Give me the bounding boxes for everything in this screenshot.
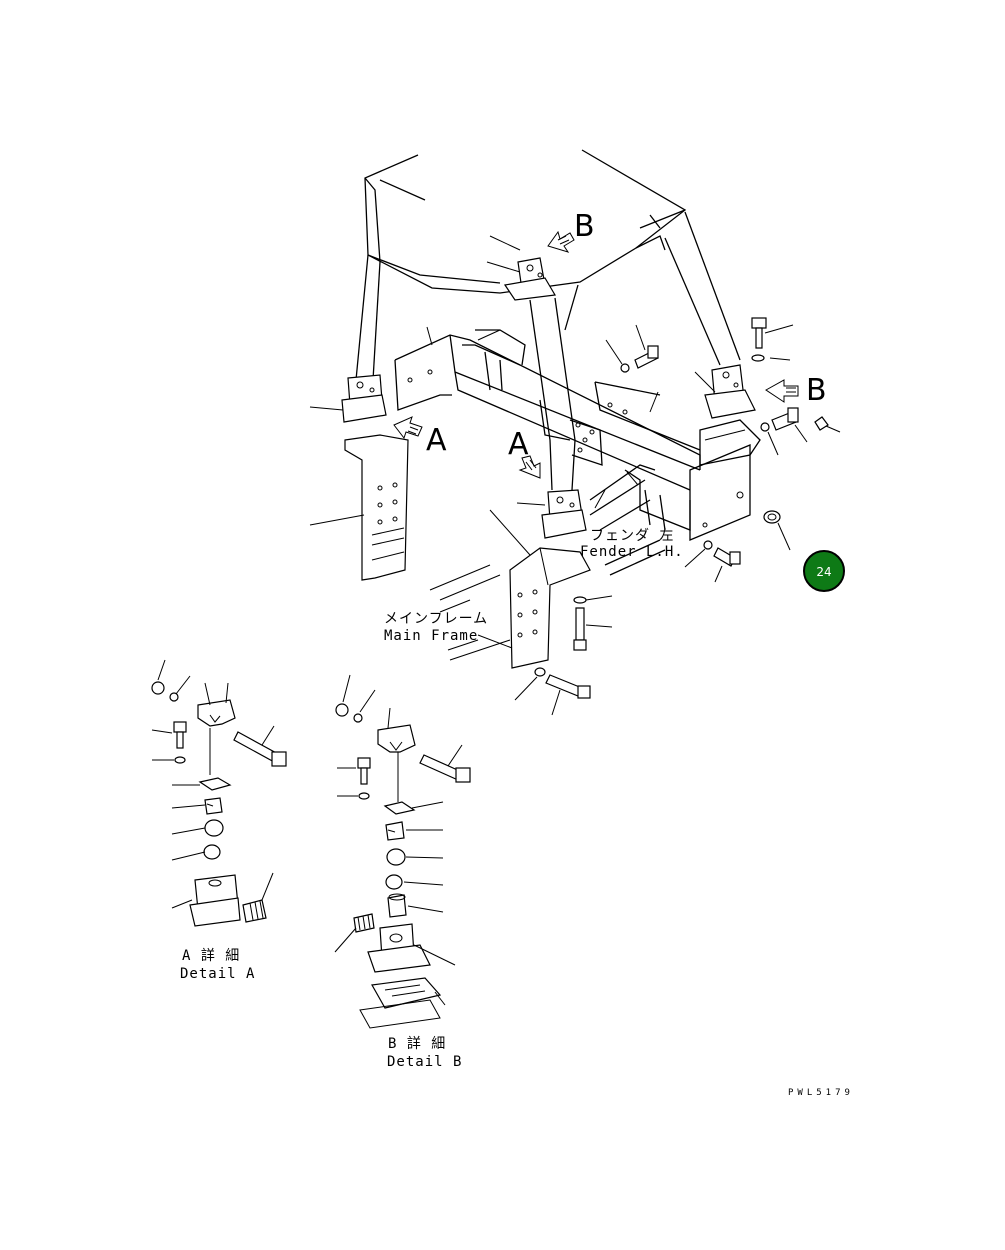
mount-b-top [503, 257, 556, 301]
page-badge[interactable]: 24 [803, 550, 845, 592]
rops-canopy [355, 149, 741, 491]
detail-a-exploded [151, 681, 287, 927]
drawing-code: PWL5179 [788, 1088, 854, 1098]
mount-a-center [541, 489, 587, 539]
callout-b-top: B [574, 209, 595, 244]
leader-lines-detail-a [151, 659, 275, 909]
fender-lh [589, 419, 761, 576]
callout-b-right: B [806, 373, 827, 408]
label-main-frame-en: Main Frame [384, 628, 478, 644]
leader-lines-main [309, 235, 841, 716]
fasteners-main-view [534, 317, 829, 699]
label-detail-b-en: Detail B [387, 1054, 462, 1070]
arrow-a-left [393, 416, 423, 440]
callout-a-center: A [508, 427, 529, 462]
mount-b-right [704, 364, 756, 419]
main-frame [394, 329, 701, 661]
arrow-b-top [547, 230, 575, 253]
mount-a-left [341, 374, 387, 423]
detail-b-exploded [335, 703, 471, 1029]
arrow-a-center [518, 455, 541, 479]
leader-lines-detail-b [334, 674, 463, 1006]
rear-support-bracket [344, 434, 409, 581]
arrow-b-right [765, 379, 799, 403]
front-support-bracket [509, 547, 591, 669]
label-main-frame-jp: メインフレーム [384, 611, 488, 627]
label-fender-jp: フェンダ 左 [590, 528, 674, 544]
label-detail-a-en: Detail A [180, 966, 255, 982]
label-fender-en: Fender L.H. [580, 544, 684, 560]
label-detail-a-jp: A 詳 細 [182, 948, 240, 964]
view-arrows [393, 230, 799, 479]
page-badge-circle[interactable] [803, 550, 845, 592]
label-detail-b-jp: B 詳 細 [388, 1036, 446, 1052]
page-badge-number[interactable]: 24 [816, 565, 831, 579]
callout-a-left: A [426, 423, 447, 458]
